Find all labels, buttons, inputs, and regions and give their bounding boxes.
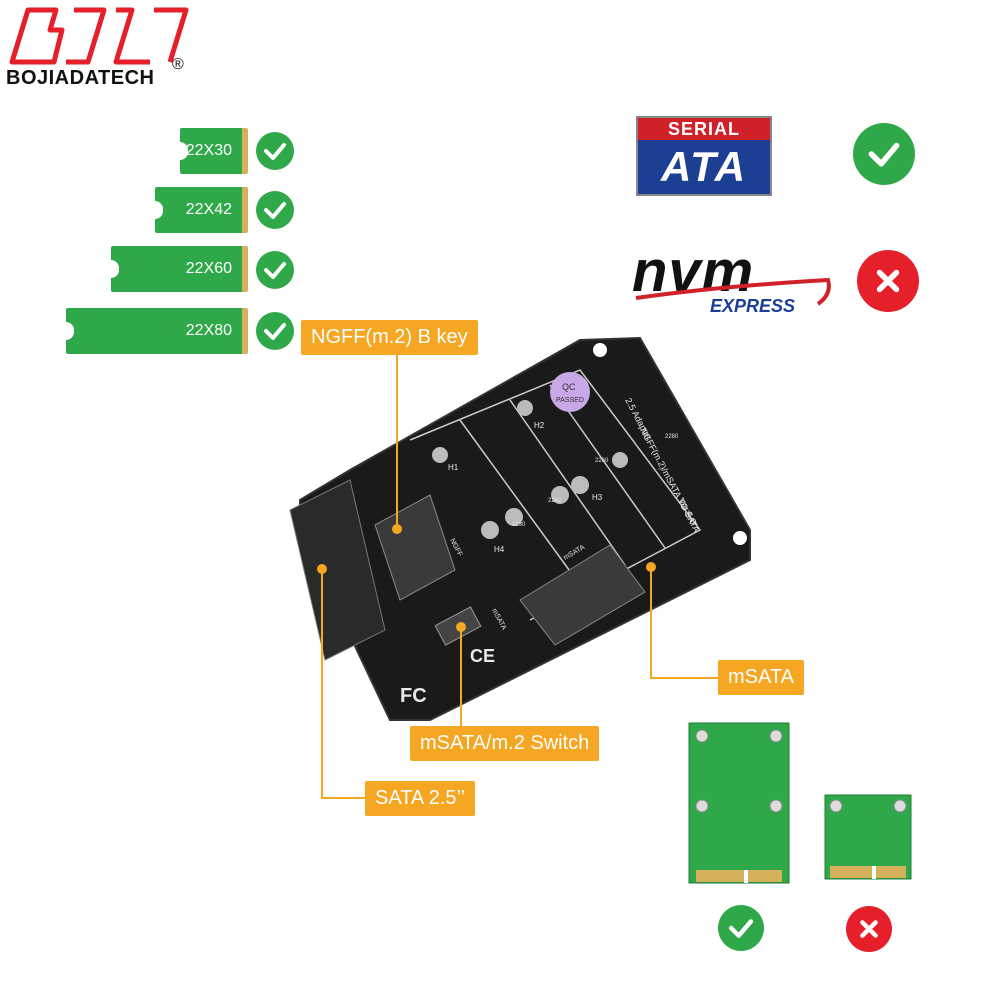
card-notch bbox=[180, 142, 188, 160]
board-body bbox=[299, 336, 751, 721]
slot-label-h1: H1 bbox=[448, 463, 459, 472]
check-icon bbox=[256, 191, 294, 229]
m2-size-label: 22X60 bbox=[185, 260, 232, 277]
ngff-callout-dot bbox=[392, 524, 402, 534]
nvme-swoosh bbox=[635, 277, 831, 306]
m2-card-2280: 22X80 bbox=[66, 308, 248, 354]
sata-callout-dot bbox=[317, 564, 327, 574]
nvme-sub: EXPRESS bbox=[710, 296, 796, 316]
m2-size-label: 22X30 bbox=[185, 142, 232, 159]
slot-label-h3: H3 bbox=[592, 493, 603, 502]
msata-full-card bbox=[688, 722, 790, 884]
qc-text-1: QC bbox=[562, 382, 576, 392]
msata-callout-label: mSATA bbox=[718, 660, 804, 695]
check-icon bbox=[256, 251, 294, 289]
msata-half-card bbox=[824, 794, 912, 880]
slot-label-2280: 2280 bbox=[665, 434, 679, 440]
nvme-main: nvm bbox=[632, 239, 755, 304]
mounting-hole bbox=[733, 531, 747, 545]
slot-label-2260: 2260 bbox=[595, 458, 609, 464]
serial-ata-main: ATA bbox=[638, 140, 770, 194]
msata-callout-line-h bbox=[650, 677, 718, 679]
qc-text-2: PASSED bbox=[556, 397, 584, 404]
card-notch bbox=[111, 260, 119, 278]
check-icon bbox=[853, 123, 915, 185]
qc-sticker bbox=[550, 372, 590, 412]
sata-callout-line-h bbox=[321, 797, 365, 799]
m2-size-label: 22X80 bbox=[185, 322, 232, 339]
check-icon bbox=[256, 132, 294, 170]
switch-callout-line bbox=[460, 630, 462, 726]
m2-size-label: 22X42 bbox=[185, 201, 232, 218]
brand-logo-mark bbox=[9, 7, 189, 65]
msata-callout-line-v bbox=[650, 570, 652, 678]
cross-icon bbox=[857, 250, 919, 312]
sata-callout-label: SATA 2.5’’ bbox=[365, 781, 476, 816]
brand-logo bbox=[4, 4, 194, 66]
check-icon bbox=[718, 905, 764, 951]
check-icon bbox=[256, 312, 294, 350]
slot-label-2242: 2242 bbox=[548, 498, 562, 504]
cross-icon bbox=[846, 906, 892, 952]
screw-holes bbox=[432, 400, 628, 539]
ce-mark: CE bbox=[470, 646, 495, 666]
msata-connector bbox=[519, 544, 646, 646]
card-notch bbox=[155, 201, 163, 219]
card-notch bbox=[66, 322, 74, 340]
ngff-connector bbox=[374, 494, 456, 601]
ngff-callout-line bbox=[396, 352, 398, 528]
adapter-board: QC PASSED NGFF(m.2)/mSATA TO SATA 2.5 Ad… bbox=[289, 336, 751, 721]
serial-ata-top: SERIAL bbox=[638, 118, 770, 140]
fc-mark: FC bbox=[400, 685, 427, 707]
mounting-hole bbox=[593, 343, 607, 357]
switch-callout-label: mSATA/m.2 Switch bbox=[410, 726, 600, 761]
registered-mark: ® bbox=[172, 56, 184, 73]
switch-callout-dot bbox=[456, 622, 466, 632]
serial-ata-logo: SERIAL ATA bbox=[636, 116, 772, 196]
sata-callout-line-v bbox=[321, 572, 323, 798]
m2-card-2230: 22X30 bbox=[180, 128, 248, 174]
msata-callout-dot bbox=[646, 562, 656, 572]
sata-connector bbox=[289, 479, 386, 661]
slot-label-h4: H4 bbox=[494, 545, 505, 554]
brand-name: BOJIADATECH bbox=[6, 67, 155, 89]
m2-card-2242: 22X42 bbox=[155, 187, 248, 233]
nvme-logo: nvm EXPRESS bbox=[632, 239, 837, 322]
slot-label-2230: 2230 bbox=[512, 522, 526, 528]
ngff-callout-label: NGFF(m.2) B key bbox=[301, 320, 478, 355]
m2-card-2260: 22X60 bbox=[111, 246, 248, 292]
slot-label-h2: H2 bbox=[534, 421, 545, 430]
